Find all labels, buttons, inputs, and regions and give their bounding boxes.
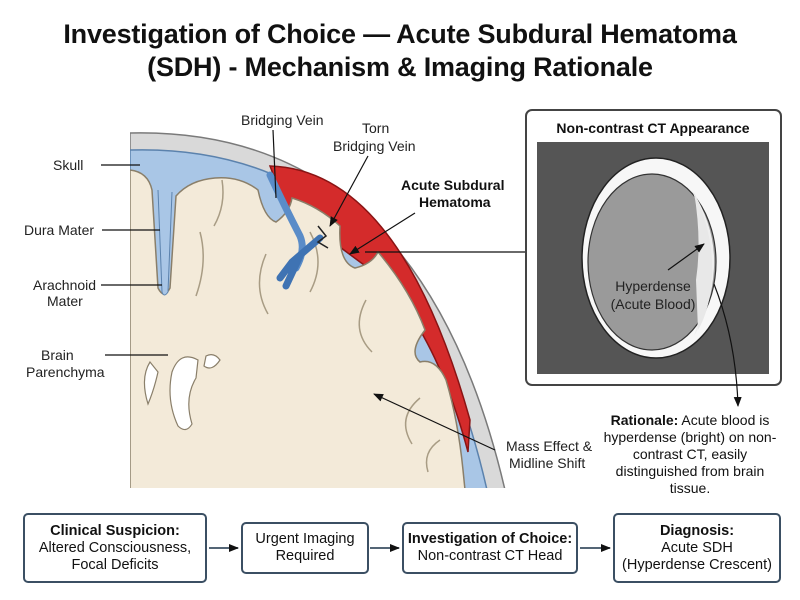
label-mass-1: Mass Effect & [506, 438, 593, 454]
flow-box-body: Urgent Imaging [255, 531, 355, 547]
title-line-2: (SDH) - Mechanism & Imaging Rationale [147, 52, 653, 82]
label-arachnoid-1: Arachnoid [33, 277, 96, 293]
leader-mass-effect [373, 393, 496, 451]
flow-box-body: Non-contrast CT Head [417, 548, 563, 564]
flow-box-clinical-suspicion: Clinical Suspicion: Altered Consciousnes… [23, 513, 207, 583]
brain-cross-section [130, 132, 506, 488]
flow-box-head: Investigation of Choice: [407, 531, 573, 547]
label-skull: Skull [53, 157, 83, 173]
flow-box-body: Focal Deficits [71, 556, 159, 573]
sulcus [258, 253, 269, 315]
ct-label-hyper-1: Hyperdense [615, 278, 691, 294]
flow-box-body: Altered Consciousness, [38, 539, 192, 556]
flow-box-body: Required [275, 548, 335, 564]
label-brain-1: Brain [41, 347, 74, 363]
flow-box-urgent-imaging: Urgent Imaging Required [241, 522, 369, 574]
label-torn-1: Torn [362, 120, 389, 136]
ct-brain [587, 173, 717, 351]
rationale-text: Rationale: Acute blood is hyperdense (br… [600, 412, 780, 497]
leader-sdh [349, 212, 416, 255]
sulcus [358, 299, 373, 353]
label-sdh-1: Acute Subdural [401, 177, 504, 193]
vein-tear-mark [316, 225, 329, 249]
ct-panel-title: Non-contrast CT Appearance [556, 120, 749, 136]
label-bridging-vein: Bridging Vein [241, 112, 324, 128]
label-torn-2: Bridging Vein [333, 138, 416, 154]
label-dura: Dura Mater [24, 222, 94, 238]
leader-bridging-vein [272, 129, 277, 199]
ventricle [143, 360, 159, 406]
label-arachnoid-2: Mater [47, 293, 83, 309]
flow-box-diagnosis: Diagnosis: Acute SDH (Hyperdense Crescen… [613, 513, 781, 583]
flow-box-body: (Hyperdense Crescent) [622, 556, 772, 573]
sulcus [425, 439, 441, 473]
ct-panel: Non-contrast CT Appearance Hyperdense (A… [525, 109, 782, 386]
falx [157, 189, 173, 296]
label-sdh-2: Hematoma [419, 194, 491, 210]
rationale-body: Acute blood is hyperdense (bright) on no… [603, 412, 777, 496]
sulcus [404, 397, 421, 445]
brain-tissue [130, 169, 466, 488]
flow-box-investigation: Investigation of Choice: Non-contrast CT… [402, 522, 578, 574]
torn-vein [276, 234, 324, 290]
page-title: Investigation of Choice — Acute Subdural… [0, 18, 800, 84]
arrow-to-rationale [713, 283, 742, 407]
leader-torn-vein [329, 155, 369, 227]
label-brain-2: Parenchyma [26, 364, 105, 380]
flow-box-head: Diagnosis: [659, 522, 735, 539]
ct-hyperdense-crescent-fill [694, 192, 713, 330]
title-line-1: Investigation of Choice — Acute Subdural… [63, 19, 737, 49]
rationale-lead: Rationale: [610, 412, 679, 428]
sulcus [213, 179, 224, 227]
flow-box-head: Clinical Suspicion: [50, 522, 180, 539]
flow-box-body: Acute SDH [661, 539, 733, 556]
ct-label-hyper-2: (Acute Blood) [611, 296, 696, 312]
sulcus [309, 231, 319, 293]
ventricle [169, 356, 199, 431]
label-mass-2: Midline Shift [509, 455, 585, 471]
leader-hyperdense [667, 243, 705, 271]
ventricle [203, 354, 221, 369]
sulcus [195, 231, 204, 297]
